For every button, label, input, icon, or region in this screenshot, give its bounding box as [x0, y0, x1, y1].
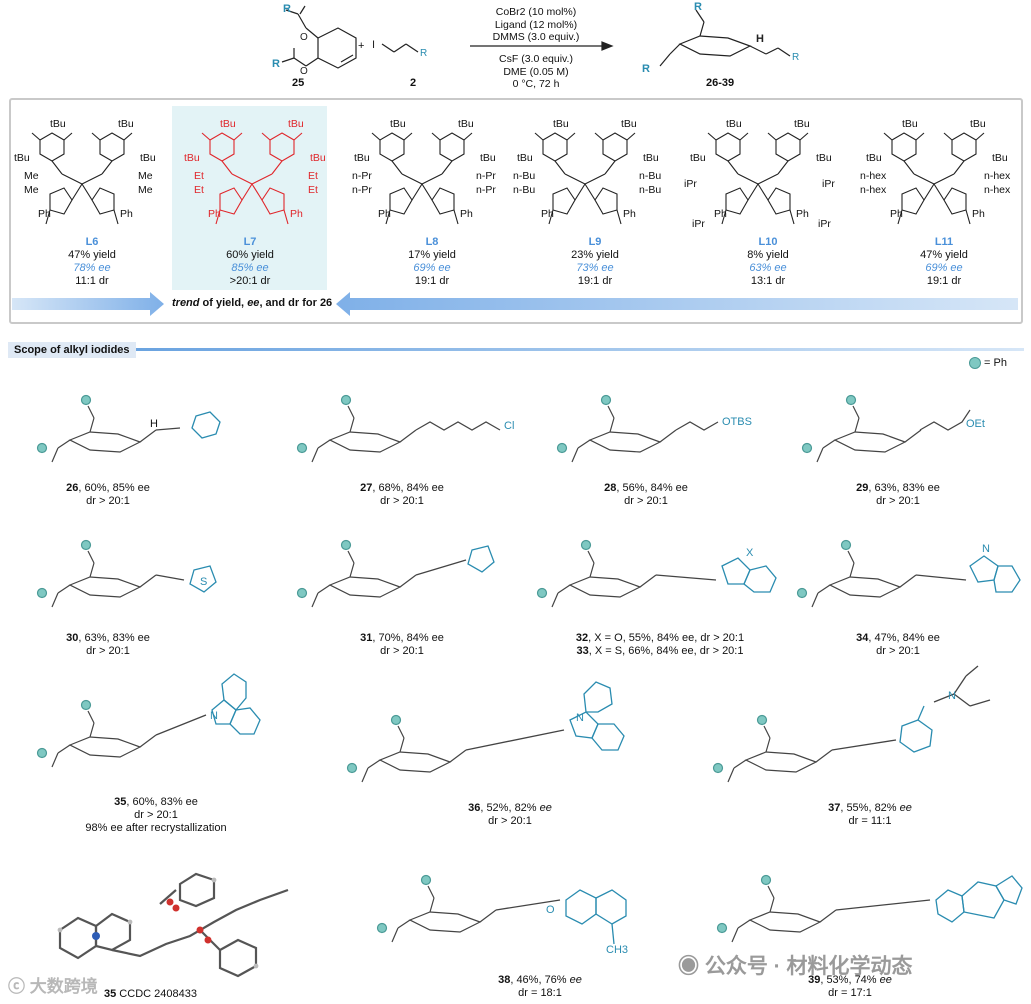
scope-title: Scope of alkyl iodides [14, 344, 130, 356]
ph-legend: = Ph [984, 357, 1007, 369]
scope-title-bar [8, 342, 1024, 358]
watermark-left: ⓒ 大数跨境 [8, 977, 98, 996]
condition-silane: DMMS (3.0 equiv.) [492, 31, 580, 43]
conditions-below: CsF (3.0 equiv.) DME (0.05 M) 0 °C, 72 h [478, 53, 594, 91]
product-26-core [36, 394, 157, 463]
condition-temp-time: 0 °C, 72 h [512, 78, 560, 90]
product-structures [36, 394, 1023, 978]
condition-solvent: DME (0.05 M) [503, 65, 569, 78]
watermark-logo-icon: ⓒ [8, 977, 25, 996]
product-30-core [36, 539, 157, 608]
crystal-structure [58, 872, 289, 978]
svg-text:R: R [694, 1, 702, 13]
product-28-otbs: OTBS [722, 416, 752, 428]
svg-text:R: R [272, 58, 280, 70]
product-29-core [801, 394, 922, 463]
product-26-benzene [191, 411, 221, 439]
product-39-dibenzoxepinone [935, 889, 965, 923]
condition-ligand: Ligand (12 mol%) [494, 18, 578, 31]
product-34-core [796, 539, 917, 608]
condition-catalyst: CoBr2 (10 mol%) [495, 6, 577, 18]
ligand-screening-panel [9, 98, 1023, 324]
product-39-core [716, 874, 837, 943]
product-27-cl: Cl [504, 420, 515, 432]
svg-text:R: R [792, 52, 799, 63]
condition-base: CsF (3.0 equiv.) [499, 53, 573, 65]
trend-arrow-left [12, 292, 164, 316]
ph-legend-ball-icon [969, 357, 981, 369]
product-31-furan [467, 545, 495, 573]
product-34-indole [969, 555, 999, 583]
product-30-thiophene [189, 565, 217, 593]
product-30-s: S [200, 576, 208, 588]
product-35-n: N [210, 710, 218, 722]
svg-text:I: I [372, 39, 375, 51]
product-36-core [346, 714, 467, 783]
trend-arrow-right [336, 292, 1018, 316]
svg-text:R: R [642, 63, 650, 75]
reaction-scheme: R R O O I R R R H R [272, 1, 799, 77]
product-31-core [296, 539, 417, 608]
wechat-icon: ◉ [678, 955, 699, 978]
product-38-core [376, 874, 497, 943]
conditions-above: CoBr2 (10 mol%) Ligand (12 mol%) DMMS (3… [478, 6, 594, 44]
product-32-x: X [746, 547, 754, 559]
product-29-oet: OEt [966, 418, 985, 430]
product-37-aryl [899, 719, 933, 753]
crystal-caption: 35 CCDC 2408433 [104, 988, 197, 1000]
product-26-h: H [150, 418, 158, 430]
product-38-coumarin [565, 889, 597, 925]
r-label: R [283, 3, 291, 15]
watermark-right: ◉ 公众号 · 材料化学动态 [678, 955, 913, 978]
product-37-n: N [948, 690, 956, 702]
product-37-core [712, 714, 833, 783]
product-32-core [536, 539, 657, 608]
trend-arrows [12, 292, 1018, 316]
product-34-nh: N [982, 543, 990, 555]
svg-text:O: O [300, 32, 308, 43]
trend-label: trend of yield, ee, and dr for 26 [172, 297, 333, 309]
product-27-core [296, 394, 417, 463]
product-28-core [556, 394, 677, 463]
reagent-2-label: 2 [410, 77, 417, 89]
product-38-ch3: CH3 [606, 944, 629, 956]
product-35-core [36, 699, 157, 768]
product-36-n: N [576, 712, 584, 724]
plus-sign: + [358, 40, 365, 52]
reagent-25-label: 25 [292, 77, 305, 89]
product-range-label: 26-39 [706, 77, 735, 89]
svg-text:H: H [756, 33, 764, 45]
l7-highlight [172, 106, 327, 290]
svg-text:R: R [420, 48, 427, 59]
product-38-o: O [546, 904, 555, 916]
svg-text:O: O [300, 66, 308, 77]
crystal-atoms [57, 877, 259, 969]
